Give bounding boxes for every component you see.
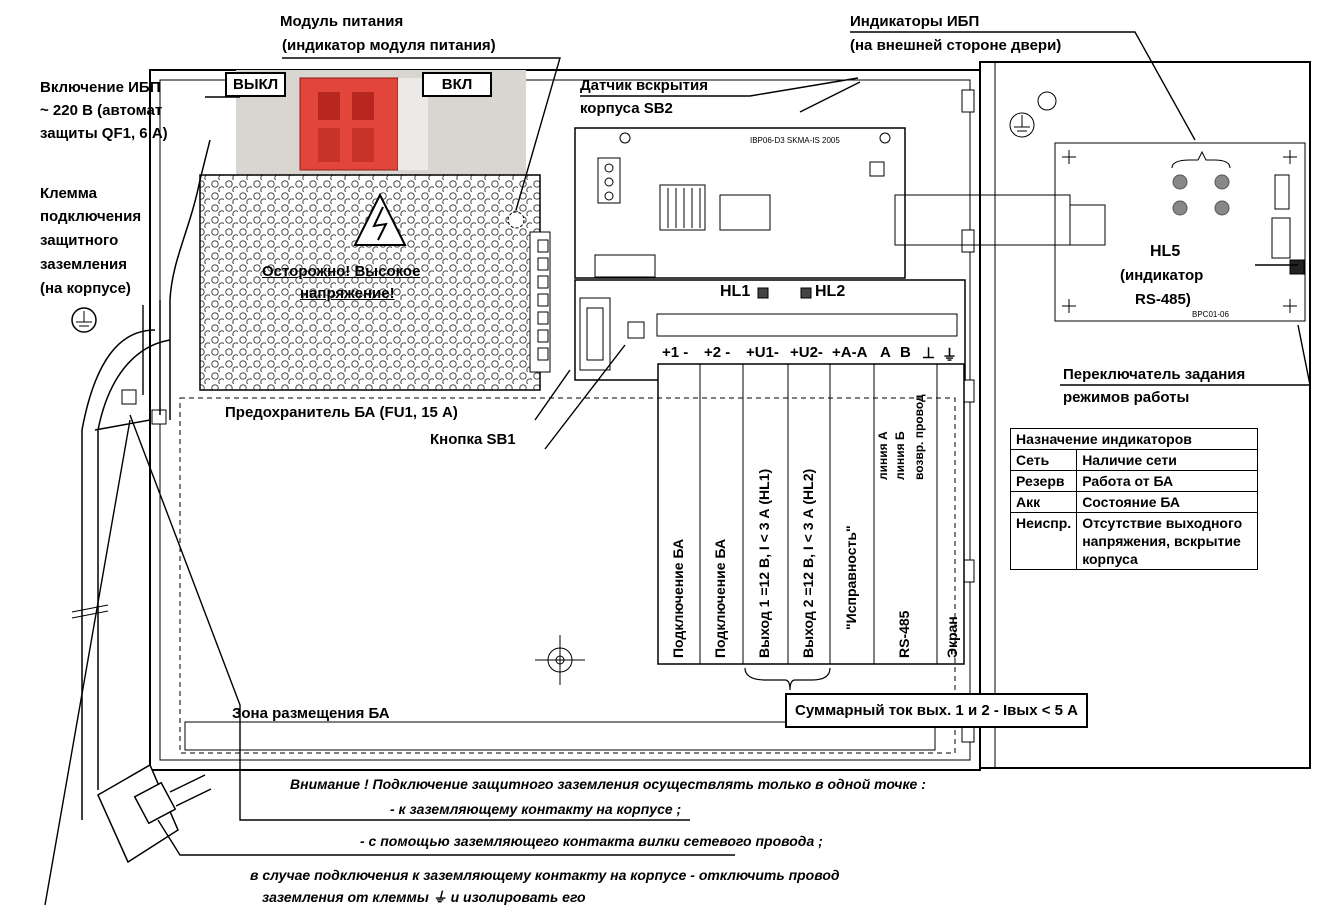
note-5: заземления от клеммы ⏚ и изолировать его xyxy=(262,889,586,905)
ground-label-1: Клемма xyxy=(40,185,97,202)
ups-on-label-3: защиты QF1, 6 А) xyxy=(40,125,168,142)
column-label-return: возвр. провод xyxy=(912,394,926,480)
hl1-label: HL1 xyxy=(720,283,751,300)
board-id-label: IBP06-D3 SKMA-IS 2005 xyxy=(750,136,840,145)
table-row: Неиспр. Отсутствие выходного напряжения,… xyxy=(1009,512,1259,570)
mode-switch-label-1: Переключатель задания xyxy=(1063,366,1246,383)
ups-indicators-label: Индикаторы ИБП xyxy=(850,13,980,30)
ground-label-3: защитного xyxy=(40,232,119,249)
leader-lines xyxy=(44,31,1311,906)
column-label-health: "Исправность" xyxy=(843,525,859,630)
power-module-sublabel: (индикатор модуля питания) xyxy=(282,37,496,54)
power-module-label: Модуль питания xyxy=(280,13,404,30)
column-label-battery-1: Подключение БА xyxy=(670,538,686,658)
battery-zone-outline xyxy=(179,397,956,754)
terminal-screws xyxy=(656,313,958,337)
note-4: в случае подключения к заземляющему конт… xyxy=(250,867,840,883)
note-2: - к заземляющему контакту на корпусе ; xyxy=(390,801,682,817)
off-label: ВЫКЛ xyxy=(225,72,287,97)
ups-on-label-2: ~ 220 В (автомат xyxy=(40,102,163,119)
mains-cable xyxy=(81,139,211,820)
breaker-body xyxy=(299,77,399,171)
column-label-output-2: Выход 2 =12 В, I < 3 А (HL2) xyxy=(800,468,816,658)
indicator-desc: Отсутствие выходного напряжения, вскрыти… xyxy=(1076,512,1259,570)
warning-label-2: напряжение! xyxy=(300,285,395,302)
door-pcb xyxy=(1054,142,1306,322)
ups-indicators-sublabel: (на внешней стороне двери) xyxy=(850,37,1062,54)
ground-label-4: заземления xyxy=(40,256,127,273)
main-pcb xyxy=(574,127,906,279)
indicator-name: Неиспр. xyxy=(1009,512,1078,570)
button-label: Кнопка SB1 xyxy=(430,431,516,448)
indicator-desc: Наличие сети xyxy=(1076,449,1259,471)
indicator-table-header: Назначение индикаторов xyxy=(1009,428,1259,450)
power-module xyxy=(199,174,541,391)
indicator-name: Акк xyxy=(1009,491,1078,513)
indicator-desc: Состояние БА xyxy=(1076,491,1259,513)
columns-frame xyxy=(657,363,965,665)
terminal-label-1: +1 - xyxy=(662,344,689,361)
mains-plug-icon xyxy=(97,763,212,864)
terminal-label-8: ⊥ xyxy=(922,345,936,362)
column-label-battery-2: Подключение БА xyxy=(712,538,728,658)
sum-current-label: Суммарный ток вых. 1 и 2 - Iвых < 5 А xyxy=(785,693,1088,728)
terminal-label-3: +U1- xyxy=(746,344,779,361)
column-label-line-b: линия Б xyxy=(893,431,907,480)
hl2-label: HL2 xyxy=(815,283,846,300)
hl5-label: HL5 xyxy=(1150,243,1181,260)
column-label-output-1: Выход 1 =12 В, I < 3 А (HL1) xyxy=(756,468,772,658)
indicator-table: Назначение индикаторов Сеть Наличие сети… xyxy=(1009,428,1259,570)
note-1: Внимание ! Подключение защитного заземле… xyxy=(290,776,926,792)
hl5-sublabel-1: (индикатор xyxy=(1120,267,1204,284)
indicator-desc: Работа от БА xyxy=(1076,470,1259,492)
column-label-rs485: RS-485 xyxy=(896,610,912,658)
table-row: Сеть Наличие сети xyxy=(1009,449,1259,471)
ground-label-2: подключения xyxy=(40,208,142,225)
table-row: Акк Состояние БА xyxy=(1009,491,1259,513)
terminal-label-5: +A-A xyxy=(832,344,868,361)
battery-zone-label: Зона размещения БА xyxy=(232,705,390,722)
on-label: ВКЛ xyxy=(422,72,492,97)
note-3: - с помощью заземляющего контакта вилки … xyxy=(360,833,823,849)
column-label-screen: Экран xyxy=(944,616,960,658)
table-row: Резерв Работа от БА xyxy=(1009,470,1259,492)
door-board-id-label: BPC01-06 xyxy=(1192,310,1229,319)
door-outline xyxy=(979,61,1311,769)
fuse-label: Предохранитель БА (FU1, 15 А) xyxy=(225,404,458,421)
hl5-sublabel-2: RS-485) xyxy=(1135,291,1191,308)
indicator-name: Сеть xyxy=(1009,449,1078,471)
terminal-label-6: A xyxy=(880,344,891,361)
terminal-label-4: +U2- xyxy=(790,344,823,361)
high-voltage-icon xyxy=(353,192,407,246)
mode-switch-label-2: режимов работы xyxy=(1063,389,1190,406)
ups-on-label-1: Включение ИБП xyxy=(40,79,161,96)
terminal-label-2: +2 - xyxy=(704,344,731,361)
warning-label-1: Осторожно! Высокое xyxy=(262,263,421,280)
ground-label-5: (на корпусе) xyxy=(40,280,131,297)
indicator-name: Резерв xyxy=(1009,470,1078,492)
terminal-label-9: ⏚ xyxy=(942,347,958,364)
terminal-label-7: B xyxy=(900,344,911,361)
tamper-label-1: Датчик вскрытия xyxy=(580,77,708,94)
column-label-line-a: линия А xyxy=(876,431,890,480)
indicator-leds xyxy=(1172,174,1230,216)
tamper-label-2: корпуса SB2 xyxy=(580,100,673,117)
